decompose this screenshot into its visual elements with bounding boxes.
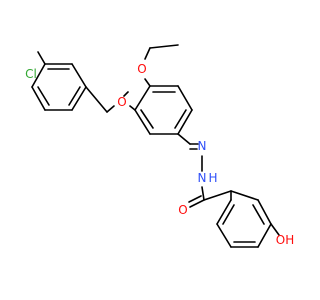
amide-hydrogen-label: H [208,171,217,185]
bond [68,86,81,106]
chemical-structure: Cl O O N N H O OH [25,44,294,248]
bond [140,109,154,129]
bond [144,78,151,87]
bond [71,86,87,111]
bond [257,199,272,225]
bond [144,47,151,60]
amide-nitrogen-atom: N H [198,171,218,185]
amide-nitrogen-label: N [198,171,207,185]
bond [252,204,265,225]
bond [37,51,46,65]
chlorine-atom: Cl [25,67,37,81]
bond [37,86,50,106]
bond [85,86,108,113]
bond [216,223,232,248]
bond [177,133,191,145]
bond [222,204,235,225]
bond [31,86,46,111]
bond [71,63,87,88]
bond [203,190,232,201]
imine-nitrogen-label: N [198,139,207,153]
bond [216,199,232,225]
carbonyl-oxygen-atom: O [178,203,187,217]
bond [177,85,193,111]
ether-oxygen-label: O [117,95,126,109]
bond [174,109,187,129]
bonds [31,44,280,248]
hydroxyl-label: OH [276,233,294,247]
bond [123,91,129,97]
bond [129,105,136,111]
carbonyl-oxygen-label: O [178,203,187,217]
chlorine-label: Cl [25,67,37,81]
bond [201,186,205,201]
bond [189,199,205,208]
bond [134,85,151,111]
hydroxyl-group: OH [276,233,294,247]
imine-nitrogen-atom: N [198,139,207,153]
ether-oxygen-atom: O [117,95,126,109]
bond [270,223,280,236]
bond [149,44,179,49]
bond [230,190,259,201]
bond [188,195,202,203]
bond [31,63,46,88]
bond [177,109,193,135]
atom-labels: Cl O O N N H O OH [25,62,294,247]
ethoxy-oxygen-label: O [137,62,146,76]
bond [134,109,151,135]
bond [106,105,115,113]
bond [257,223,272,248]
ethoxy-oxygen-atom: O [137,62,146,76]
